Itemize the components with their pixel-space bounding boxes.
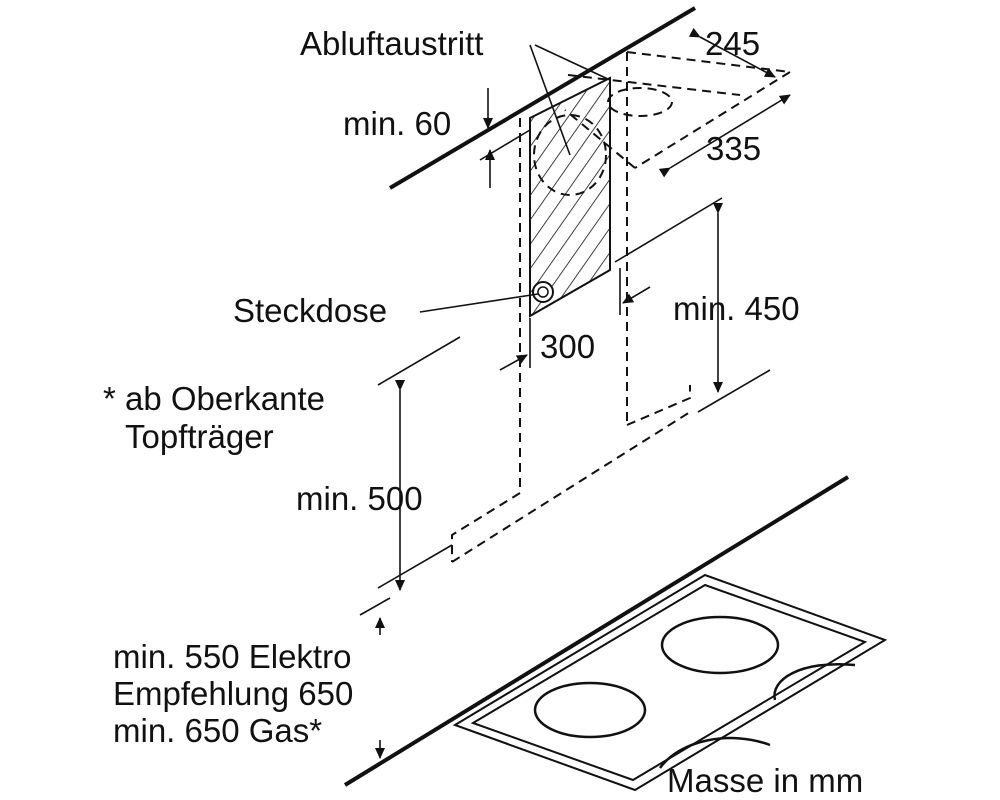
cooktop-burners (533, 615, 856, 769)
dimension-min500-label: min. 500 (296, 480, 423, 517)
footnote-line-1: * ab Oberkante (103, 380, 325, 417)
leader-lines (419, 44, 611, 313)
dimension-min60 (479, 88, 531, 188)
socket-icon (532, 281, 554, 303)
dimension-335 (658, 94, 791, 178)
air-outlet-label: Abluftaustritt (300, 25, 483, 62)
footnote-line-2: Topfträger (125, 418, 274, 455)
dimension-300-label: 300 (540, 328, 595, 365)
worktop-line (343, 475, 850, 787)
dimension-min500 (377, 336, 461, 591)
dimension-cooktop-clearance (359, 597, 391, 759)
socket-label: Steckdose (233, 292, 387, 329)
dimension-min450 (614, 197, 771, 413)
clearance-gas-label: min. 650 Gas* (113, 712, 322, 749)
chimney-outline (451, 52, 691, 563)
units-label: Masse in mm (667, 762, 863, 799)
dimension-min60-label: min. 60 (343, 105, 451, 142)
ceiling-line (388, 6, 697, 190)
clearance-recommendation-label: Empfehlung 650 (113, 675, 353, 712)
dimension-245-label: 245 (705, 25, 760, 62)
cooktop (452, 573, 888, 792)
dimension-300 (499, 268, 651, 371)
dimension-335-label: 335 (706, 130, 761, 167)
installation-zone (529, 76, 611, 318)
dimension-min450-label: min. 450 (673, 290, 800, 327)
outlet-circle (533, 114, 607, 196)
clearance-electric-label: min. 550 Elektro (113, 638, 351, 675)
dimension-245 (688, 27, 776, 78)
